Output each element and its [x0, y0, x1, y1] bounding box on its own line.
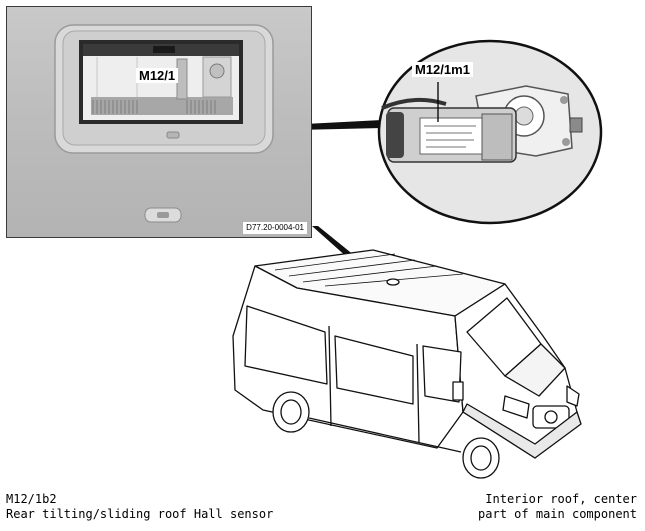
van-drawing	[205, 236, 595, 486]
location-line-2: part of main component	[478, 507, 637, 521]
photo-label: M12/1	[136, 68, 179, 83]
motor-illustration	[377, 39, 603, 225]
motor-label: M12/1m1	[412, 62, 473, 77]
photo-reference-code: D77.20-0004-01	[243, 222, 307, 234]
roof-module-illustration	[54, 24, 274, 223]
component-description: Rear tilting/sliding roof Hall sensor	[6, 507, 274, 521]
caption-component: M12/1b2 Rear tilting/sliding roof Hall s…	[6, 492, 273, 522]
interior-roof-photo: M12/1 D77.20-0004-01	[6, 6, 312, 238]
location-line-1: Interior roof, center	[485, 492, 637, 506]
van-illustration	[232, 249, 582, 479]
caption-location: Interior roof, center part of main compo…	[478, 492, 637, 522]
motor-inset: M12/1m1	[376, 38, 604, 226]
component-code: M12/1b2	[6, 492, 57, 506]
